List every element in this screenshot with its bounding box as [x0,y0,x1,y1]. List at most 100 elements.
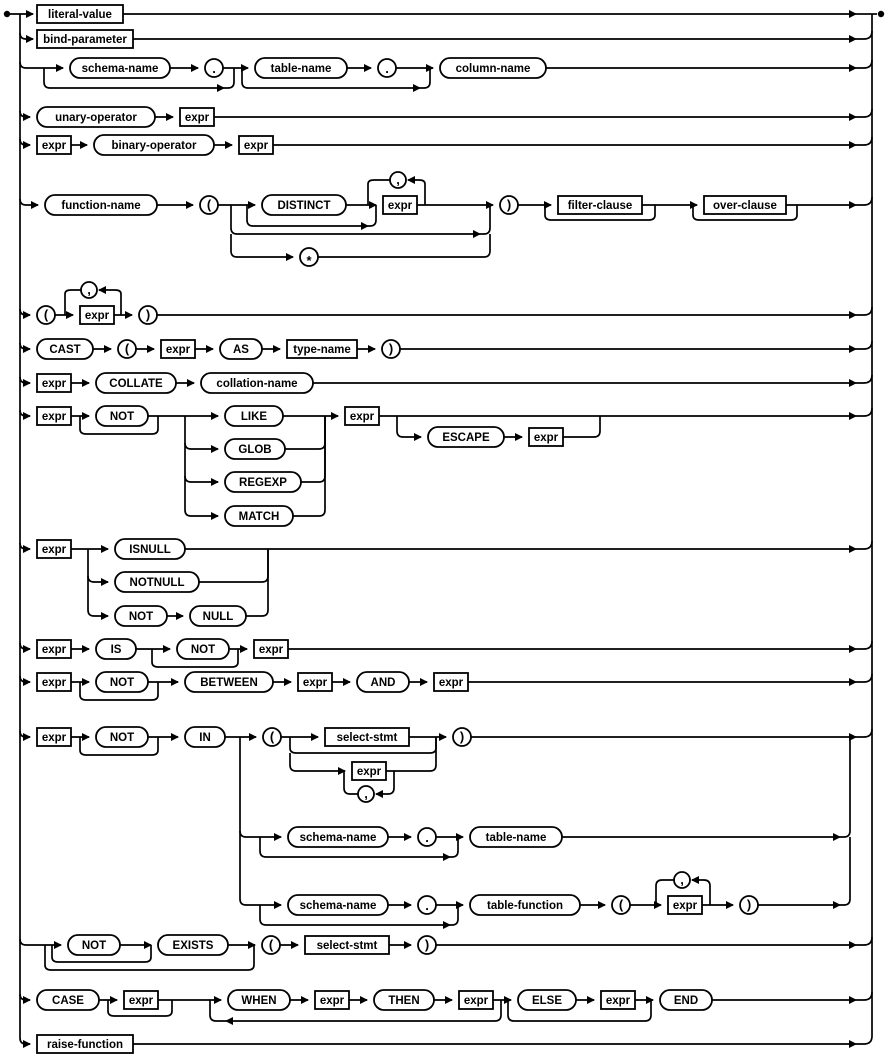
node-label: column-name [456,63,531,75]
node-expr-like-2[interactable]: expr [344,406,380,426]
rail-wire [44,945,255,971]
keyword-bubble [184,726,226,748]
node-expr-is-2[interactable]: expr [253,639,289,659]
node-expr-then[interactable]: expr [458,990,494,1010]
rail-wire [386,737,437,772]
keyword-bubble [427,426,505,448]
rail-wire [87,549,109,586]
node-label: filter-clause [568,200,633,212]
rail-wire [856,306,873,316]
rail-wire [19,409,31,420]
node-label: DISTINCT [277,200,330,212]
node-select-stmt-exists[interactable]: select-stmt [304,935,390,955]
node-label: expr [42,544,67,556]
node-not-is: NOT [176,638,230,660]
node-case: CASE [36,989,100,1011]
nonterminal-box [36,639,72,659]
node-expr-between-1[interactable]: expr [36,672,72,692]
rail-wire [209,1000,226,1022]
node-expr-between-2[interactable]: expr [297,672,333,692]
keyword-bubble [189,605,247,627]
node-expr-unary[interactable]: expr [179,107,215,127]
node-expr-tf[interactable]: expr [667,895,703,915]
node-literal-value[interactable]: literal-value [36,4,124,24]
rail-wire [225,1000,502,1025]
keyword-bubble [95,405,149,427]
node-type-name[interactable]: type-name [286,339,358,359]
rail-wire [19,730,31,741]
node-label: schema-name [82,63,159,75]
node-when: WHEN [227,989,291,1011]
node-label: expr [464,995,489,1007]
rail-wire [856,374,873,384]
rail-wire [293,416,326,517]
node-label: , [364,786,368,801]
rail-wire [64,289,81,315]
nonterminal-box [314,990,350,1010]
rail-wire [246,549,269,617]
node-expr-like-1[interactable]: expr [36,406,72,426]
node-expr-between-3[interactable]: expr [433,672,469,692]
node-label: expr [673,900,698,912]
rail-wire [285,416,326,450]
node-expr-in[interactable]: expr [36,727,72,747]
punct-bubble [299,247,319,267]
node-label: expr [357,766,382,778]
node-filter-clause[interactable]: filter-clause [557,195,643,215]
rail-wire [79,737,159,756]
rail-wire [856,196,873,206]
node-expr-bin-1[interactable]: expr [36,135,72,155]
node-expr-bin-2[interactable]: expr [238,135,274,155]
keyword-bubble [469,826,563,848]
keyword-bubble [44,194,158,216]
node-expr-collate[interactable]: expr [36,373,72,393]
node-expr-grp[interactable]: expr [79,305,115,325]
node-comma-tf: , [673,871,691,889]
node-label: expr [42,644,67,656]
keyword-bubble [36,338,94,360]
node-column-name: column-name [439,57,547,79]
node-label: CAST [49,344,80,356]
diagram-end-terminal [877,10,885,18]
nonterminal-box [286,339,358,359]
rail-wire [856,340,873,350]
node-label: expr [42,411,67,423]
node-label: GLOB [238,444,271,456]
rail-wire [19,938,62,949]
node-is: IS [95,638,137,660]
keyword-bubble [373,989,435,1011]
rail-wire [420,68,431,89]
node-expr-when[interactable]: expr [314,990,350,1010]
node-label: ( [207,197,212,212]
node-expr-null[interactable]: expr [36,539,72,559]
nonterminal-box [79,305,115,325]
node-over-clause[interactable]: over-clause [703,195,787,215]
node-label: expr [42,732,67,744]
node-label: expr [166,344,191,356]
node-rparen-exists: ) [417,935,437,955]
node-expr-escape[interactable]: expr [528,427,564,447]
rail-wire [98,286,122,315]
rail-wire [343,771,358,795]
node-expr-is-1[interactable]: expr [36,639,72,659]
rail-wire [79,682,159,701]
node-bind-parameter[interactable]: bind-parameter [36,29,134,49]
node-expr-case[interactable]: expr [123,990,159,1010]
rail-wire [19,138,31,149]
nonterminal-box [36,135,72,155]
node-label: bind-parameter [43,34,127,46]
node-label: * [306,253,312,268]
keyword-bubble [67,934,121,956]
node-label: BETWEEN [200,677,258,689]
rail-wire [19,342,31,353]
node-raise-function[interactable]: raise-function [36,1034,134,1054]
node-expr-cast[interactable]: expr [160,339,196,359]
node-expr-in-list[interactable]: expr [351,761,387,781]
node-select-stmt-in[interactable]: select-stmt [324,727,410,747]
node-expr-else[interactable]: expr [600,990,636,1010]
node-label: expr [606,995,631,1007]
node-label: NOT [191,644,215,656]
node-expr-fn[interactable]: expr [382,195,418,215]
